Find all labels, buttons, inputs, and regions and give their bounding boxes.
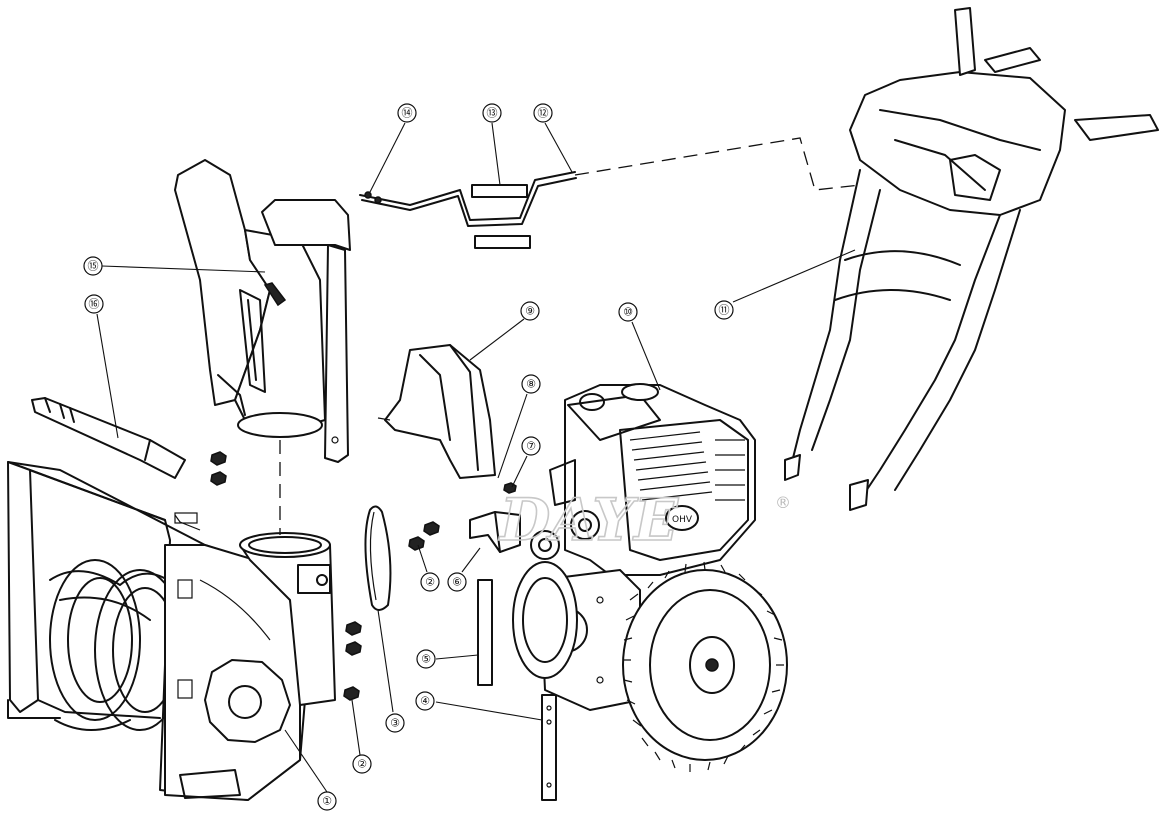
svg-text:⑫: ⑫ (538, 107, 549, 120)
callout-14: ⑭ (397, 103, 417, 123)
callout-11: ⑪ (714, 300, 734, 320)
shift-rod-assembly (359, 171, 577, 249)
pulley-bracket (469, 511, 521, 553)
handle-assembly (784, 7, 1159, 511)
svg-text:⑨: ⑨ (525, 305, 535, 318)
watermark-registered: ® (775, 493, 791, 512)
svg-text:⑩: ⑩ (623, 306, 633, 319)
auger-shaft (31, 397, 186, 479)
nuts (210, 451, 517, 701)
callout-8: ⑧ (521, 374, 541, 394)
discharge-chute (174, 159, 351, 463)
engine-ohv-label: OHV (672, 515, 693, 525)
assembly-line-shift (574, 137, 861, 191)
belt-cover (377, 344, 496, 479)
svg-text:④: ④ (420, 695, 430, 708)
drive-belt (364, 505, 392, 611)
svg-text:⑧: ⑧ (526, 378, 536, 391)
callout-3: ③ (385, 713, 405, 733)
svg-text:⑤: ⑤ (421, 653, 431, 666)
engine: OHV (530, 383, 756, 576)
svg-text:①: ① (322, 795, 332, 808)
callout-10: ⑩ (618, 302, 638, 322)
callout-13: ⑬ (482, 103, 502, 123)
callout-5: ⑤ (416, 649, 436, 669)
svg-text:⑮: ⑮ (88, 260, 99, 273)
svg-text:②: ② (425, 576, 435, 589)
auger-housing (7, 461, 306, 801)
svg-text:⑭: ⑭ (402, 107, 413, 120)
svg-text:⑯: ⑯ (89, 298, 100, 311)
callout-6: ⑥ (447, 572, 467, 592)
impeller-housing (239, 532, 336, 706)
callout-16: ⑯ (84, 294, 104, 314)
callout-2b: ② (352, 754, 372, 774)
leader-lines (96, 122, 856, 793)
svg-text:⑬: ⑬ (487, 107, 498, 120)
callout-9: ⑨ (520, 301, 540, 321)
skid-plates (477, 579, 557, 801)
svg-text:⑪: ⑪ (719, 304, 730, 317)
watermark-text: DAYE (498, 486, 679, 554)
watermark: DAYE ® (497, 485, 791, 555)
callout-12: ⑫ (533, 103, 553, 123)
callout-4: ④ (415, 691, 435, 711)
callout-1: ① (317, 791, 337, 811)
callout-7: ⑦ (521, 436, 541, 456)
engine-fins (629, 431, 745, 501)
callout-15: ⑮ (83, 256, 103, 276)
svg-text:⑥: ⑥ (452, 576, 462, 589)
svg-text:⑦: ⑦ (526, 440, 536, 453)
svg-text:③: ③ (390, 717, 400, 730)
wheels (512, 561, 788, 772)
svg-text:②: ② (357, 758, 367, 771)
callout-2a: ② (420, 572, 440, 592)
